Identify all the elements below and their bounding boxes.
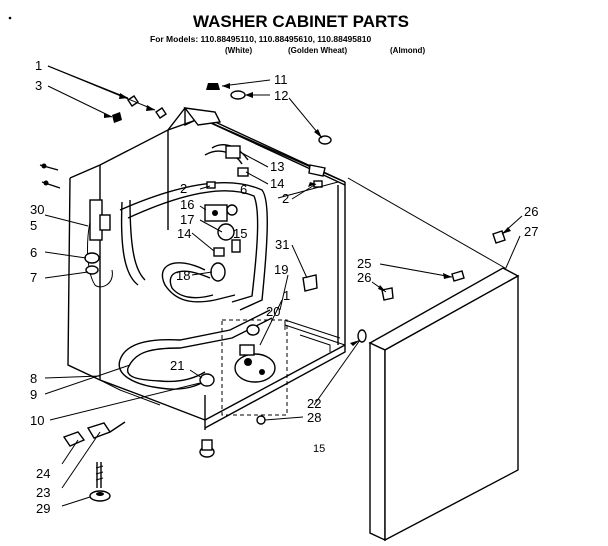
leader-lines <box>44 65 523 507</box>
callout-24: 24 <box>36 466 50 481</box>
clamp-14-upper <box>237 167 249 177</box>
hose-fitting <box>210 262 226 282</box>
color-almond: (Almond) <box>390 46 425 55</box>
callout-6-mid: 6 <box>240 182 247 197</box>
arrowheads <box>104 83 511 346</box>
callout-5: 5 <box>30 218 37 233</box>
callout-1-mid: 1 <box>283 288 290 303</box>
callout-26-right: 26 <box>524 204 538 219</box>
callout-18: 18 <box>176 268 190 283</box>
bracket-31 <box>302 274 318 292</box>
callout-22: 22 <box>307 396 321 411</box>
callout-27: 27 <box>524 224 538 239</box>
callout-12: 12 <box>274 88 288 103</box>
callout-17: 17 <box>180 212 194 227</box>
callout-11: 11 <box>274 72 288 87</box>
callout-21: 21 <box>170 358 184 373</box>
callout-23: 23 <box>36 485 50 500</box>
callout-1: 1 <box>35 58 42 73</box>
valve-clamp <box>246 324 260 336</box>
color-white: (White) <box>225 46 252 55</box>
callout-2-left: 2 <box>180 181 187 196</box>
clip <box>84 252 100 264</box>
clip-1b <box>155 107 167 119</box>
callout-3: 3 <box>35 78 42 93</box>
callout-9: 9 <box>30 387 37 402</box>
callout-8: 8 <box>30 371 37 386</box>
callout-28: 28 <box>307 410 321 425</box>
clip-25 <box>451 270 465 282</box>
parts <box>39 83 506 502</box>
callout-10: 10 <box>30 413 44 428</box>
models-line: For Models: 110.88495110, 110.88495610, … <box>150 34 371 44</box>
callout-31: 31 <box>275 237 289 252</box>
diagram-title: WASHER CABINET PARTS <box>193 12 409 31</box>
corner-dot <box>8 16 12 20</box>
callout-13: 13 <box>270 159 284 174</box>
callout-30: 30 <box>30 202 44 217</box>
callout-16: 16 <box>180 197 194 212</box>
cap-12 <box>230 90 246 100</box>
callout-19: 19 <box>274 262 288 277</box>
hose-clamp <box>199 373 215 387</box>
front-panel <box>347 177 520 542</box>
callout-20: 20 <box>266 304 280 319</box>
water-valve <box>234 353 276 383</box>
clamp-14 <box>213 247 225 257</box>
cabinet-shell <box>67 107 346 430</box>
plug-11 <box>206 83 220 90</box>
callout-14-mid: 14 <box>177 226 191 241</box>
elbow <box>225 145 241 159</box>
callout-7: 7 <box>30 270 37 285</box>
grommet <box>217 223 235 241</box>
callout-2-right: 2 <box>282 191 289 206</box>
bracket-24 <box>62 431 86 447</box>
screw-3 <box>112 112 122 123</box>
hoses <box>87 144 273 390</box>
callout-26-mid: 26 <box>357 270 371 285</box>
callout-29: 29 <box>36 501 50 516</box>
callout-6-left: 6 <box>30 245 37 260</box>
clip-1a <box>127 95 139 107</box>
callout-15: 15 <box>233 226 247 241</box>
pump-box <box>221 319 288 416</box>
callout-25: 25 <box>357 256 371 271</box>
color-golden-wheat: (Golden Wheat) <box>288 46 347 55</box>
callout-labels: 1 3 11 12 13 14 2 6 16 17 15 14 18 30 5 … <box>30 58 538 516</box>
callout-14-upper: 14 <box>270 176 284 191</box>
page-mark: 15 <box>313 443 325 455</box>
